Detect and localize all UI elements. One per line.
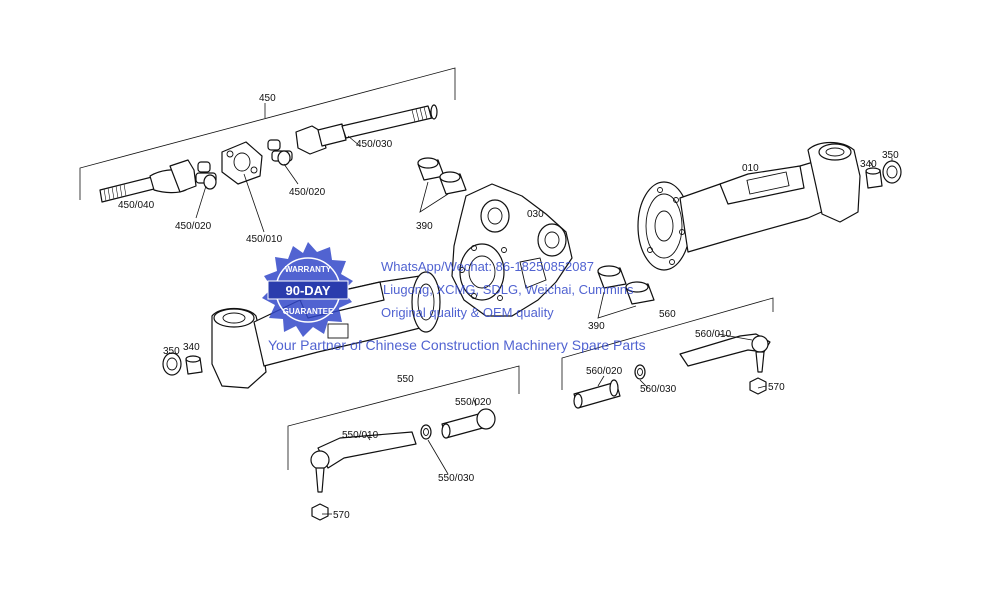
label-560-010: 560/010 xyxy=(695,329,732,340)
bushing-340-left[interactable] xyxy=(185,355,203,375)
nut-570-right[interactable] xyxy=(749,377,767,395)
bushing-390-top-b[interactable] xyxy=(439,171,467,195)
bushing-390-lower-b[interactable] xyxy=(625,281,655,305)
watermark-line-4: Your Partner of Chinese Construction Mac… xyxy=(268,337,646,353)
label-350-left: 350 xyxy=(163,346,180,357)
label-350-right: 350 xyxy=(882,150,899,161)
label-340-left: 340 xyxy=(183,342,200,353)
axle-housing-010[interactable] xyxy=(637,141,861,271)
label-550: 550 xyxy=(397,374,414,385)
label-550-030: 550/030 xyxy=(438,473,475,484)
label-340-right: 340 xyxy=(860,159,877,170)
bushing-390-top-a[interactable] xyxy=(417,157,445,181)
badge-center-text: 90-DAY xyxy=(285,283,330,298)
watermark-line-1: WhatsApp/Wechat: 86-18250852087 xyxy=(381,259,594,274)
label-560-030: 560/030 xyxy=(640,384,677,395)
label-390-lower: 390 xyxy=(588,321,605,332)
watermark: WhatsApp/Wechat: 86-18250852087 Liugong,… xyxy=(268,259,646,353)
seal-350-left[interactable] xyxy=(162,352,182,376)
label-390-top: 390 xyxy=(416,221,433,232)
shaft-450-030[interactable] xyxy=(295,104,438,155)
label-450-030: 450/030 xyxy=(356,139,393,150)
seal-350-right[interactable] xyxy=(882,160,902,184)
cross-450-020-left[interactable] xyxy=(195,161,217,190)
label-450: 450 xyxy=(259,93,276,104)
tie-rod-end-560-010[interactable] xyxy=(679,333,771,373)
bracket-550 xyxy=(287,365,520,470)
label-560: 560 xyxy=(659,309,676,320)
bracket-560 xyxy=(561,297,774,390)
leader-lines xyxy=(195,135,767,515)
nut-570-left[interactable] xyxy=(311,503,329,521)
diff-housing-030[interactable] xyxy=(451,183,573,317)
bushing-390-lower-a[interactable] xyxy=(597,265,627,289)
label-450-020-left: 450/020 xyxy=(175,221,212,232)
label-570-left: 570 xyxy=(333,510,350,521)
badge-bottom-text: GUARANTEE xyxy=(283,307,334,316)
inner-tie-rod-560-020[interactable] xyxy=(573,379,621,409)
bracket-450 xyxy=(79,67,456,200)
watermark-line-3: Original quality & OEM quality xyxy=(381,305,554,320)
label-550-020: 550/020 xyxy=(455,397,492,408)
inner-tie-rod-550-020[interactable] xyxy=(441,408,496,439)
warranty-badge: WARRANTY 90-DAY GUARANTEE xyxy=(262,242,353,337)
cross-450-020-right[interactable] xyxy=(267,139,293,166)
badge-top-text: WARRANTY xyxy=(285,265,332,274)
label-550-010: 550/010 xyxy=(342,430,379,441)
label-450-040: 450/040 xyxy=(118,200,155,211)
watermark-line-2: Liugong, XCMG, SDLG, Weichai, Cummins xyxy=(383,282,634,297)
label-570-right: 570 xyxy=(768,382,785,393)
tie-rod-end-550-010[interactable] xyxy=(310,431,417,493)
label-010: 010 xyxy=(742,163,759,174)
nut-550-030[interactable] xyxy=(420,424,432,440)
label-030: 030 xyxy=(527,209,544,220)
nut-560-030[interactable] xyxy=(634,364,646,380)
shaft-450-040[interactable] xyxy=(99,159,197,203)
part-labels: 450 450/030 450/040 450/020 450/020 450/… xyxy=(118,93,899,521)
joint-housing-450-010[interactable] xyxy=(221,141,263,185)
label-560-020: 560/020 xyxy=(586,366,623,377)
label-450-010: 450/010 xyxy=(246,234,283,245)
bushing-340-right[interactable] xyxy=(865,167,883,189)
label-450-020-right: 450/020 xyxy=(289,187,326,198)
